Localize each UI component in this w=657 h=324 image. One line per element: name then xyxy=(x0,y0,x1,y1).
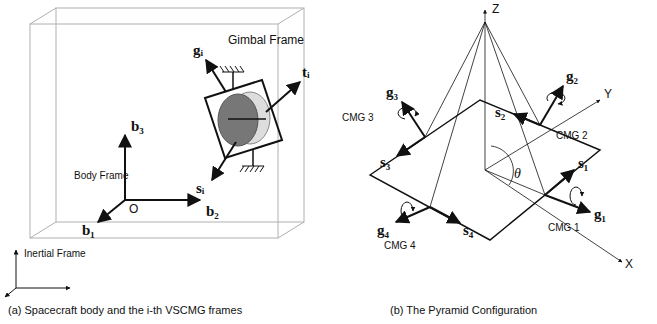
origin-label: O xyxy=(129,203,138,216)
hatch-stroke xyxy=(245,166,249,172)
spacecraft-body xyxy=(30,8,304,238)
vector-label: gᵢ xyxy=(193,42,203,59)
frame-name: Inertial Frame xyxy=(24,248,86,259)
panel-caption: (b) The Pyramid Configuration xyxy=(390,304,537,316)
vector-label: tᵢ xyxy=(302,64,310,81)
cmg-label: CMG 1 xyxy=(548,222,580,233)
vector-label: sᵢ xyxy=(196,180,205,197)
hatch-stroke xyxy=(240,66,244,72)
hatch-stroke xyxy=(255,166,259,172)
axis-label: X xyxy=(625,258,633,271)
vector-label: s₄ xyxy=(463,222,473,239)
vector-label: b₃ xyxy=(131,118,144,135)
cmg-vectors xyxy=(396,86,590,223)
vector-label: g₃ xyxy=(386,84,398,101)
reference-axes xyxy=(485,10,622,262)
vector-label: g₄ xyxy=(377,222,389,239)
gimbal-vectors xyxy=(206,60,300,180)
frame-name: Gimbal Frame xyxy=(228,34,304,47)
vector-label: b₂ xyxy=(206,203,219,220)
frame-name: Body Frame xyxy=(74,170,128,181)
vector-label: s₃ xyxy=(380,154,390,171)
cmg-label: CMG 2 xyxy=(556,130,588,141)
vector-label: g₂ xyxy=(566,68,578,85)
angle-label: θ xyxy=(514,166,521,181)
hatch-stroke xyxy=(235,66,239,72)
panel-caption: (a) Spacecraft body and the i-th VSCMG f… xyxy=(8,304,242,316)
cmg-label: CMG 3 xyxy=(342,112,374,123)
axis-label: Y xyxy=(604,88,612,101)
gimbal-frame xyxy=(205,72,282,166)
axis-label: Z xyxy=(492,3,499,16)
hatch-stroke xyxy=(250,166,254,172)
vector-label: s₂ xyxy=(495,104,505,121)
cmg-label: CMG 4 xyxy=(384,240,416,251)
gimbal-rotation-arrows xyxy=(398,92,582,220)
flywheel xyxy=(218,92,270,146)
hatch-stroke xyxy=(225,66,229,72)
hatch-stroke xyxy=(260,166,264,172)
hatch-stroke xyxy=(220,66,224,72)
vector-label: b₁ xyxy=(82,222,95,239)
vector-label: g₁ xyxy=(594,206,606,223)
hatch-stroke xyxy=(230,66,234,72)
vector-label: s₁ xyxy=(578,155,588,172)
theta-arc xyxy=(491,146,513,185)
hatch-stroke xyxy=(240,166,244,172)
